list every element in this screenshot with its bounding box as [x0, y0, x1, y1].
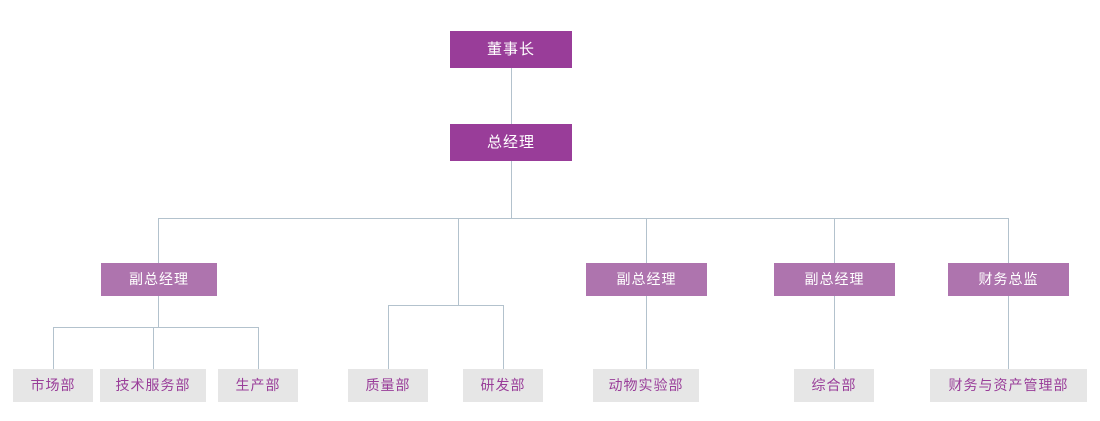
node-finance-director-label: 财务总监: [978, 271, 1039, 288]
connector-drop-deputy-2: [646, 218, 647, 263]
node-quality-dept[interactable]: 质量部: [348, 369, 428, 402]
node-deputy-gm-2-label: 副总经理: [616, 271, 677, 288]
node-production-dept-label: 生产部: [235, 377, 281, 394]
node-deputy-gm-1[interactable]: 副总经理: [101, 263, 217, 296]
node-tech-service-dept-label: 技术服务部: [115, 377, 191, 394]
connector-deputy-1-down: [158, 296, 159, 327]
connector-gm-down: [511, 161, 512, 218]
connector-finance-director-to-finance-dept: [1008, 296, 1009, 369]
connector-drop-deputy-1: [158, 218, 159, 263]
connector-deputy-1-bar: [53, 327, 259, 328]
connector-deputy-3-to-general-affairs: [834, 296, 835, 369]
node-marketing-dept[interactable]: 市场部: [13, 369, 93, 402]
node-production-dept[interactable]: 生产部: [218, 369, 298, 402]
connector-drop-quality-rd-branch: [458, 218, 459, 305]
node-marketing-dept-label: 市场部: [30, 377, 76, 394]
node-chairman-label: 董事长: [486, 40, 535, 58]
connector-level2-bar: [158, 218, 1009, 219]
node-quality-dept-label: 质量部: [365, 377, 411, 394]
node-animal-lab-dept[interactable]: 动物实验部: [593, 369, 699, 402]
connector-drop-deputy-3: [834, 218, 835, 263]
node-animal-lab-dept-label: 动物实验部: [608, 377, 684, 394]
node-deputy-gm-1-label: 副总经理: [129, 271, 189, 288]
connector-deputy-2-to-animal-lab: [646, 296, 647, 369]
connector-chairman-to-gm: [511, 68, 512, 124]
connector-drop-production: [258, 327, 259, 369]
node-deputy-gm-3-label: 副总经理: [804, 271, 865, 288]
connector-drop-quality: [388, 305, 389, 369]
node-general-manager-label: 总经理: [486, 133, 535, 151]
node-deputy-gm-2[interactable]: 副总经理: [586, 263, 707, 296]
node-chairman[interactable]: 董事长: [450, 31, 572, 68]
node-tech-service-dept[interactable]: 技术服务部: [100, 369, 206, 402]
node-finance-asset-dept[interactable]: 财务与资产管理部: [930, 369, 1087, 402]
connector-drop-tech-service: [153, 327, 154, 369]
node-rd-dept-label: 研发部: [480, 377, 526, 394]
connector-quality-rd-bar: [388, 305, 504, 306]
connector-drop-marketing: [53, 327, 54, 369]
connector-drop-finance-director: [1008, 218, 1009, 263]
node-rd-dept[interactable]: 研发部: [463, 369, 543, 402]
node-deputy-gm-3[interactable]: 副总经理: [774, 263, 895, 296]
node-finance-asset-dept-label: 财务与资产管理部: [948, 377, 1069, 394]
node-general-affairs-dept-label: 综合部: [811, 377, 857, 394]
node-general-affairs-dept[interactable]: 综合部: [794, 369, 874, 402]
connector-drop-rd: [503, 305, 504, 369]
node-general-manager[interactable]: 总经理: [450, 124, 572, 161]
node-finance-director[interactable]: 财务总监: [948, 263, 1069, 296]
